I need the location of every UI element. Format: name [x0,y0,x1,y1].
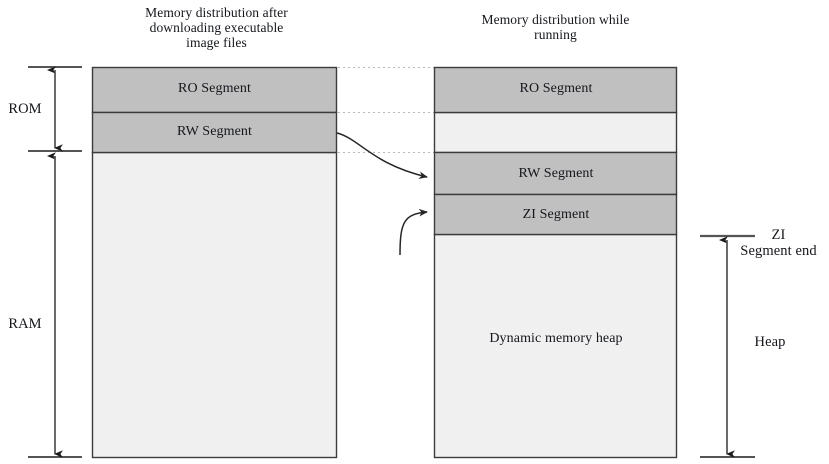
right-heap-label: Dynamic memory heap [489,331,623,346]
left-segment-rw-label: RW Segment [176,124,253,139]
heap-bracket [700,234,755,458]
right-segment-rw [433,151,678,196]
connector-arrow-zi [399,208,428,256]
right-segment-zi [433,193,678,236]
dotted-connector-group [338,67,434,153]
left-empty-region [91,151,338,459]
left-segment-ro [91,66,338,114]
rom-bracket [28,66,82,152]
connector-arrow-rw [336,132,428,179]
rom-bracket-label: ROM [8,101,42,117]
right-gap-region [433,111,678,154]
left-segment-ro-label: RO Segment [178,81,251,96]
left-segment-rw [91,111,338,154]
right-column-title: Memory distribution while running [481,12,630,43]
left-column-title: Memory distribution after downloading ex… [145,5,288,51]
right-memory-column [433,66,678,459]
ram-bracket-label: RAM [8,316,42,332]
zi-segment-end-label: ZI Segment end [740,227,817,260]
right-segment-ro [433,66,678,114]
right-segment-ro-label: RO Segment [519,81,593,96]
right-segment-zi-label: ZI Segment [522,207,590,222]
left-memory-column [91,66,338,459]
ram-bracket [28,152,82,458]
right-segment-rw-label: RW Segment [518,166,594,181]
right-heap-region [433,233,678,459]
heap-bracket-label: Heap [754,334,786,350]
